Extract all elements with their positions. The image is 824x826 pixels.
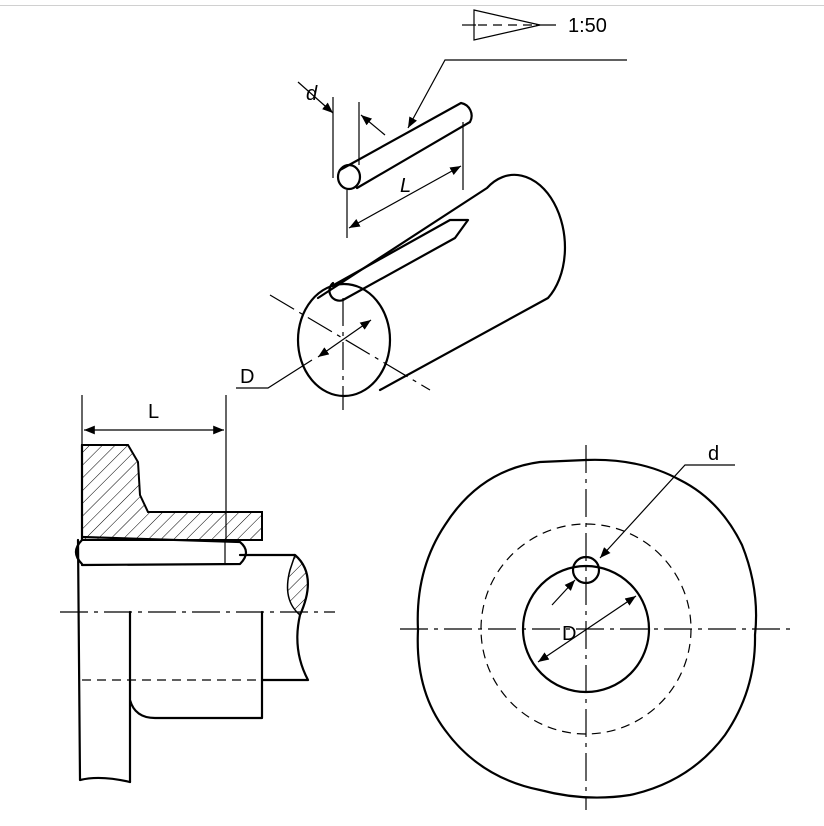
pin-length-dimension: L (346, 122, 464, 238)
pin-d-label: d (306, 83, 318, 105)
sleeve-with-slot: D (236, 173, 567, 410)
end-view: D d (400, 443, 790, 810)
taper-ratio-label: 1:50 (568, 15, 607, 37)
top-border (0, 5, 824, 6)
pin-L-label: L (400, 175, 411, 197)
sleeve-D-label: D (240, 366, 254, 388)
taper-leader (407, 59, 627, 129)
pin-diameter-dimension: d (297, 81, 386, 178)
end-D-label: D (562, 623, 576, 645)
taper-symbol: 1:50 (462, 9, 607, 41)
section-view: L (60, 395, 335, 784)
section-L-label: L (148, 401, 159, 423)
end-d-label: d (708, 443, 719, 465)
